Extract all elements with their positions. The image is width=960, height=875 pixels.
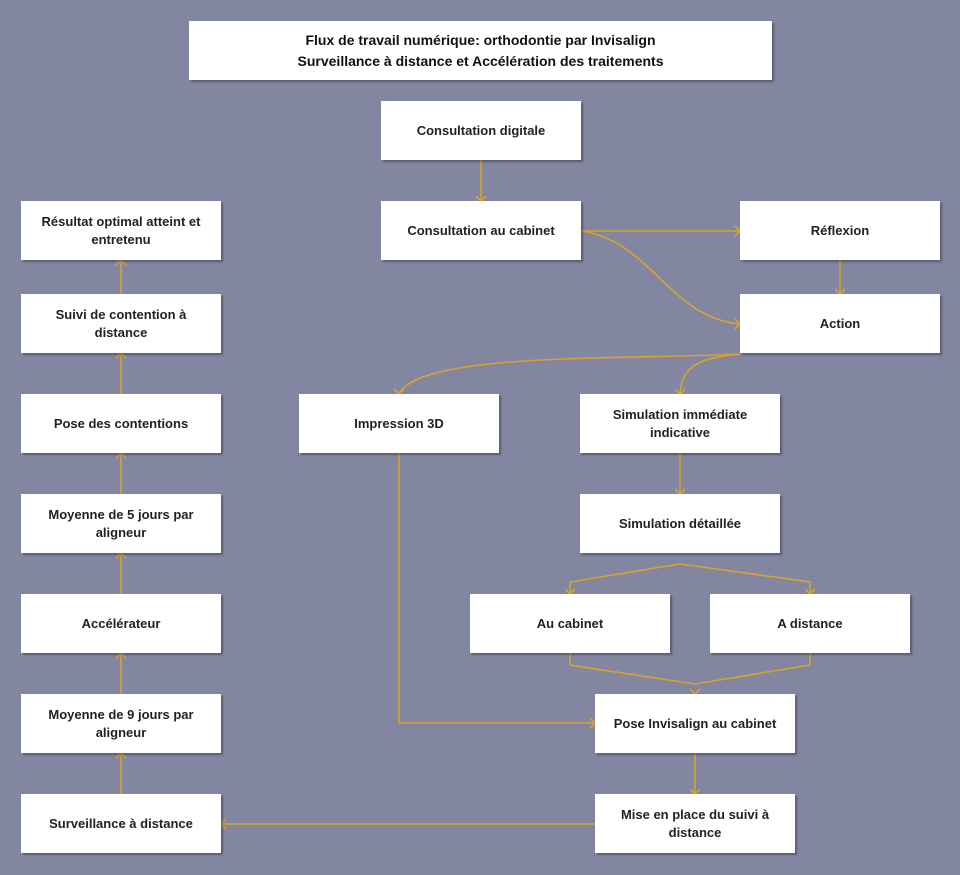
edge-a-distance-to-pose — [694, 653, 811, 685]
node-resultat-optimal: Résultat optimal atteint et entretenu — [21, 201, 221, 260]
node-consultation-cabinet: Consultation au cabinet — [381, 201, 581, 260]
node-impression-3d: Impression 3D — [299, 394, 499, 453]
diagram-title: Flux de travail numérique: orthodontie p… — [189, 21, 772, 80]
node-moyenne-9-jours: Moyenne de 9 jours par aligneur — [21, 694, 221, 753]
node-action: Action — [740, 294, 940, 353]
node-a-distance: A distance — [710, 594, 910, 653]
edge-action-to-impression — [398, 353, 741, 395]
edge-detaillee-to-au-cabinet — [569, 563, 681, 594]
edge-action-to-simulation — [679, 353, 741, 395]
node-au-cabinet: Au cabinet — [470, 594, 670, 653]
node-pose-invisalign: Pose Invisalign au cabinet — [595, 694, 795, 753]
node-simulation-immediate: Simulation immédiate indicative — [580, 394, 780, 453]
node-consultation-digitale: Consultation digitale — [381, 101, 581, 160]
node-mise-en-place-suivi: Mise en place du suivi à distance — [595, 794, 795, 853]
edge-contentions-to-suivi-arrowhead — [115, 351, 127, 359]
node-surveillance-distance: Surveillance à distance — [21, 794, 221, 853]
edge-mise-to-surveillance-arrowhead — [219, 818, 227, 830]
edge-cabinet-to-action — [580, 230, 741, 325]
edge-impression-to-pose — [398, 453, 595, 724]
edge-surveillance-to-moyenne9-arrowhead — [115, 751, 127, 759]
node-accelerateur: Accélérateur — [21, 594, 221, 653]
diagram-title-line2: Surveillance à distance et Accélération … — [297, 52, 664, 69]
node-pose-contentions: Pose des contentions — [21, 394, 221, 453]
node-reflexion: Réflexion — [740, 201, 940, 260]
diagram-title-line1: Flux de travail numérique: orthodontie p… — [305, 31, 656, 48]
node-moyenne-5-jours: Moyenne de 5 jours par aligneur — [21, 494, 221, 553]
edge-moyenne9-to-accelerateur-arrowhead — [115, 651, 127, 659]
node-simulation-detaillee: Simulation détaillée — [580, 494, 780, 553]
edge-moyenne5-to-contentions-arrowhead — [115, 451, 127, 459]
edge-au-cabinet-to-pose — [569, 653, 696, 685]
edge-accelerateur-to-moyenne5-arrowhead — [115, 551, 127, 559]
edge-suivi-to-resultat-arrowhead — [115, 258, 127, 266]
node-suivi-contention: Suivi de contention à distance — [21, 294, 221, 353]
edge-detaillee-to-a-distance — [679, 563, 811, 594]
